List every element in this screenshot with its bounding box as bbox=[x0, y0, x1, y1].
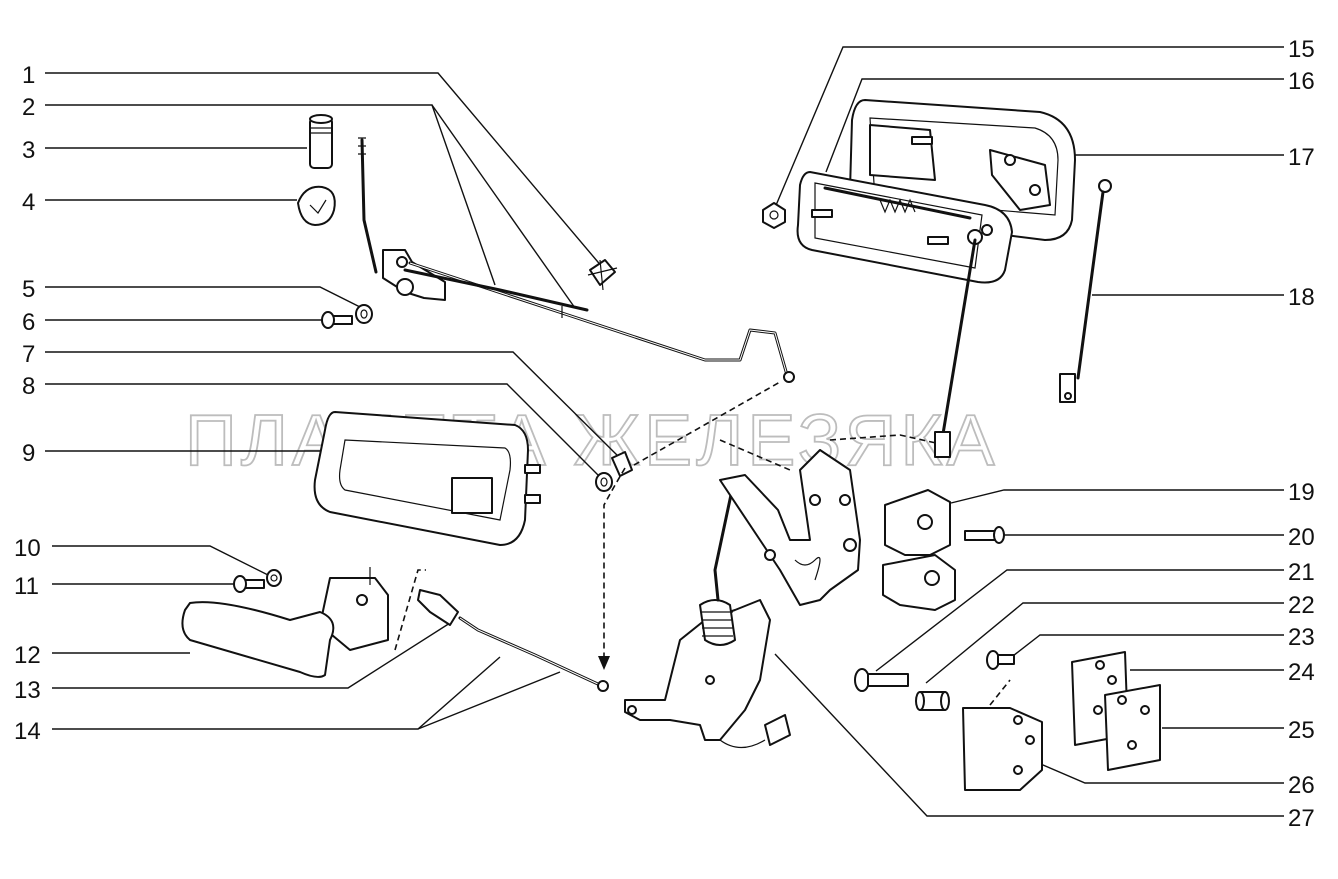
part-20-screw bbox=[964, 526, 1005, 544]
part-10-washer bbox=[266, 569, 282, 587]
callout-16: 16 bbox=[1288, 68, 1315, 95]
callout-2: 2 bbox=[22, 94, 35, 121]
part-8-bushing bbox=[595, 467, 626, 670]
part-12-inner-handle bbox=[181, 567, 389, 678]
callout-18: 18 bbox=[1288, 284, 1315, 311]
left-callouts: 1 2 3 4 5 6 7 8 9 10 11 12 13 14 bbox=[14, 62, 41, 745]
callout-8: 8 bbox=[22, 373, 35, 400]
part-25-shim bbox=[1104, 684, 1161, 771]
callout-13: 13 bbox=[14, 677, 41, 704]
callout-22: 22 bbox=[1288, 592, 1315, 619]
part-18-outer-rod bbox=[1059, 179, 1112, 403]
part-2-inner-rods bbox=[358, 137, 795, 383]
callout-25: 25 bbox=[1288, 717, 1315, 744]
callout-3: 3 bbox=[22, 137, 35, 164]
callout-10: 10 bbox=[14, 535, 41, 562]
callout-7: 7 bbox=[22, 341, 35, 368]
callout-14: 14 bbox=[14, 718, 41, 745]
part-26-bracket bbox=[962, 679, 1043, 791]
part-1-clip bbox=[587, 259, 618, 291]
callout-15: 15 bbox=[1288, 36, 1315, 63]
callout-23: 23 bbox=[1288, 624, 1315, 651]
part-22-spacer bbox=[915, 691, 950, 711]
part-23-screw bbox=[986, 650, 1015, 670]
callout-19: 19 bbox=[1288, 479, 1315, 506]
callout-17: 17 bbox=[1288, 144, 1315, 171]
callout-6: 6 bbox=[22, 309, 35, 336]
part-7-clip bbox=[611, 381, 781, 477]
part-21-bolt bbox=[854, 668, 909, 692]
leader-lines bbox=[45, 46, 1284, 817]
part-27-lock-actuator bbox=[624, 434, 946, 749]
part-14-lower-rod bbox=[394, 569, 609, 692]
part-15-nut bbox=[762, 202, 786, 229]
callout-20: 20 bbox=[1288, 524, 1315, 551]
callout-9: 9 bbox=[22, 440, 35, 467]
part-16-outer-handle bbox=[796, 171, 1013, 458]
callout-11: 11 bbox=[14, 573, 39, 600]
part-3-plug bbox=[309, 114, 333, 169]
part-6-screw bbox=[321, 311, 353, 329]
right-callouts: 15 16 17 18 19 20 21 22 23 24 25 26 27 bbox=[1288, 36, 1315, 832]
callout-26: 26 bbox=[1288, 772, 1315, 799]
callout-5: 5 bbox=[22, 276, 35, 303]
callout-24: 24 bbox=[1288, 659, 1315, 686]
part-4-cap bbox=[297, 185, 336, 226]
callout-1: 1 bbox=[22, 62, 35, 89]
part-5-washer bbox=[355, 304, 373, 324]
callout-4: 4 bbox=[22, 189, 35, 216]
callout-12: 12 bbox=[14, 642, 41, 669]
part-11-screw bbox=[233, 575, 265, 593]
callout-21: 21 bbox=[1288, 559, 1315, 586]
part-19-striker bbox=[882, 489, 956, 611]
callout-27: 27 bbox=[1288, 805, 1315, 832]
part-9-handle-housing bbox=[313, 411, 541, 546]
